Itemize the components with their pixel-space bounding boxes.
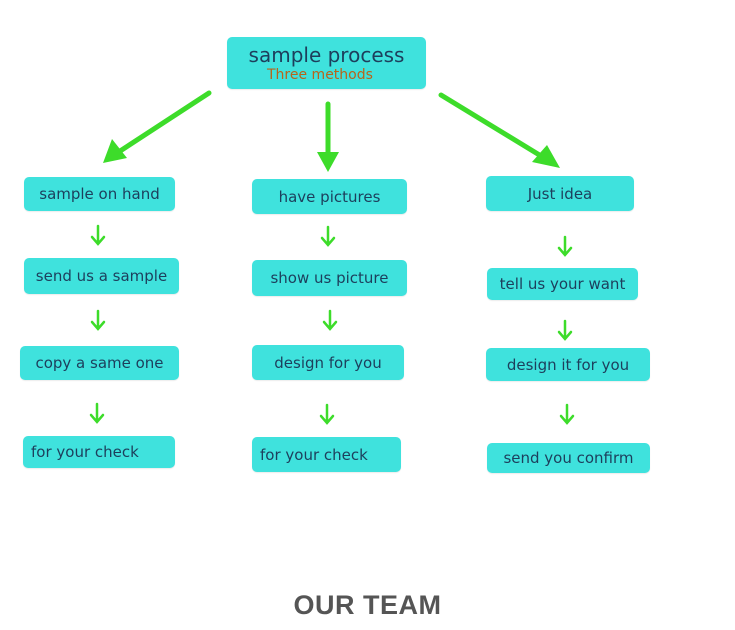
arrow-to-column-3 <box>438 92 549 162</box>
step-just-idea: Just idea <box>486 176 634 211</box>
process-subtitle: Three methods <box>267 67 373 83</box>
step-for-your-check-2: for your check <box>252 437 401 472</box>
step-send-you-confirm: send you confirm <box>487 443 650 473</box>
step-tell-us-your-want: tell us your want <box>487 268 638 300</box>
our-team-heading: OUR TEAM <box>293 590 442 620</box>
process-title: sample process <box>248 43 405 67</box>
step-arrows-column-3 <box>557 235 575 425</box>
step-arrows-column-1 <box>89 224 106 424</box>
arrow-to-column-1 <box>111 90 212 158</box>
step-design-it-for-you: design it for you <box>486 348 650 381</box>
step-arrows-column-2 <box>319 225 338 425</box>
arrow-head-column-2 <box>317 152 339 172</box>
step-copy-a-same-one: copy a same one <box>20 346 179 380</box>
step-for-your-check-1: for your check <box>23 436 175 468</box>
process-title-box: sample process Three methods <box>227 37 426 89</box>
step-show-us-picture: show us picture <box>252 260 407 296</box>
arrow-head-column-1 <box>103 139 127 163</box>
arrow-head-column-3 <box>532 145 560 168</box>
step-have-pictures: have pictures <box>252 179 407 214</box>
step-sample-on-hand: sample on hand <box>24 177 175 211</box>
step-design-for-you: design for you <box>252 345 404 380</box>
step-send-us-a-sample: send us a sample <box>24 258 179 294</box>
